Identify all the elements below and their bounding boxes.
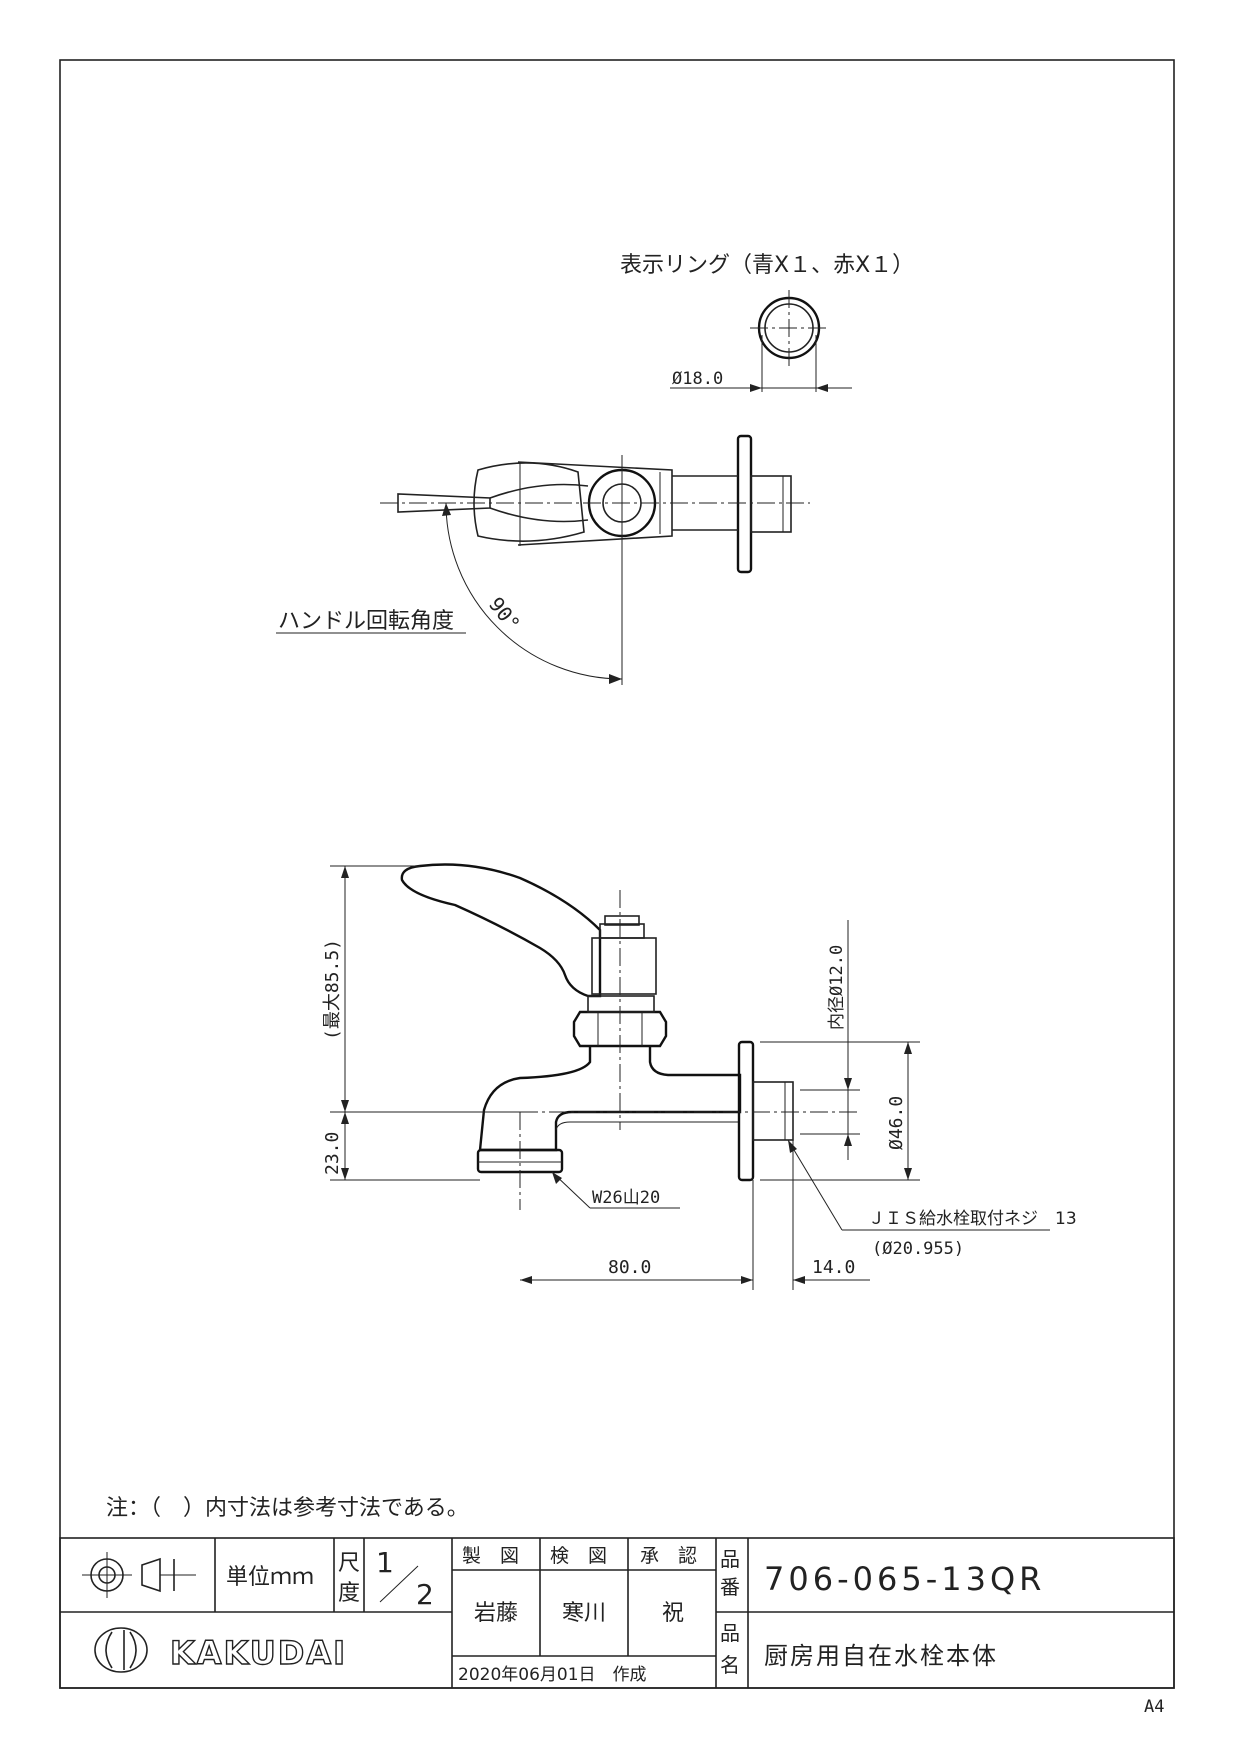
ring-diameter: Ø18.0 (672, 369, 723, 389)
part-name: 厨房用自在水栓本体 (764, 1642, 998, 1670)
jis-thread-diameter: (Ø20.955) (872, 1239, 964, 1259)
length-14: 14.0 (812, 1257, 855, 1278)
scale-denominator: 2 (416, 1578, 434, 1611)
drawn-by: 岩藤 (474, 1601, 518, 1626)
dimension-note: 注：（ ）内寸法は参考寸法である。 (106, 1496, 469, 1521)
kakudai-logo-icon: KAKUDAI (94, 1627, 347, 1673)
thread-w26: W26山20 (592, 1188, 660, 1208)
title-block: 単位ｍｍ 尺 度 1 2 KAKUDAI 製 図 検 図 承 認 岩藤 寒川 祝… (59, 1537, 1175, 1689)
length-80: 80.0 (608, 1257, 651, 1278)
flange-diameter: Ø46.0 (886, 1096, 907, 1150)
scale-numerator: 1 (376, 1546, 394, 1579)
approved-header: 承 認 (640, 1545, 697, 1567)
faucet-top-view: 90° ハンドル回転角度 (276, 434, 810, 685)
part-no-label-2: 番 (720, 1575, 740, 1599)
inner-diameter: 内径Ø12.0 (827, 945, 847, 1030)
created-date: 2020年06月01日 作成 (458, 1665, 647, 1685)
part-number: 706-065-13QR (764, 1560, 1045, 1598)
part-no-label-1: 品 (720, 1547, 740, 1571)
ring-label: 表示リング（青X１、赤X１） (620, 253, 914, 278)
part-name-label-1: 品 (720, 1621, 740, 1645)
handle-angle-label: ハンドル回転角度 (278, 609, 454, 634)
projection-symbol-icon (82, 1552, 196, 1598)
drawn-header: 製 図 (462, 1545, 519, 1567)
checked-by: 寒川 (562, 1601, 606, 1626)
angle-value: 90° (484, 592, 525, 635)
indicator-ring-view: 表示リング（青X１、赤X１） Ø18.0 (620, 253, 914, 392)
jis-thread-label: ＪＩＳ給水栓取付ネジ 13 (868, 1209, 1077, 1229)
paper-size: A4 (1144, 1697, 1164, 1717)
scale-label-1: 尺 (338, 1551, 360, 1576)
approved-by: 祝 (662, 1601, 684, 1626)
height-max: (最大85.5) (322, 939, 343, 1040)
part-name-label-2: 名 (720, 1653, 740, 1677)
checked-header: 検 図 (550, 1545, 607, 1567)
brand-name: KAKUDAI (170, 1634, 347, 1672)
unit-label: 単位ｍｍ (226, 1565, 314, 1590)
sheet-border (59, 59, 1175, 1689)
faucet-side-view: (最大85.5) 23.0 内径Ø12.0 Ø46.0 W26山20 ＪＩＳ給水… (322, 863, 1077, 1290)
height-low: 23.0 (322, 1132, 343, 1175)
scale-label-2: 度 (338, 1581, 360, 1606)
